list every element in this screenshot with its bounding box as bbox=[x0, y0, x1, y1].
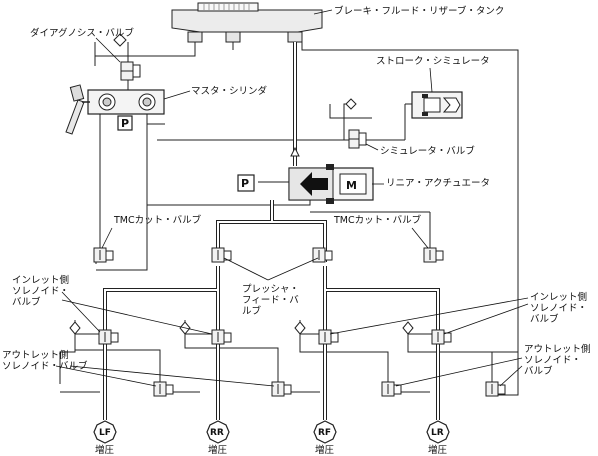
svg-text:ソレノイド・: ソレノイド・ bbox=[524, 355, 581, 366]
wheel-lf-state: 増圧 bbox=[95, 444, 115, 456]
svg-text:ソレノイド・バルブ: ソレノイド・バルブ bbox=[2, 360, 88, 372]
main-pressure-line bbox=[290, 42, 300, 166]
svg-text:プレッシャ・: プレッシャ・ bbox=[242, 284, 299, 295]
wheel-lf-label: LF bbox=[99, 428, 111, 438]
brake-pedal bbox=[65, 84, 90, 135]
inlet-valve-lr bbox=[402, 321, 452, 345]
svg-text:ルブ: ルブ bbox=[242, 305, 262, 317]
svg-text:フィード・バ: フィード・バ bbox=[242, 295, 299, 306]
wheel-rr-state: 増圧 bbox=[208, 444, 228, 456]
svg-text:インレット側: インレット側 bbox=[12, 274, 69, 286]
svg-text:ソレノイド・: ソレノイド・ bbox=[12, 286, 69, 297]
pressure-feed-valve-right bbox=[312, 247, 333, 263]
svg-text:バルブ: バルブ bbox=[530, 313, 559, 325]
svg-text:インレット側: インレット側 bbox=[530, 291, 587, 303]
pressure-feed-valve-label: プレッシャ・ フィード・バ ルブ bbox=[242, 284, 299, 317]
outlet-valve-lf bbox=[153, 381, 174, 397]
inlet-valve-rf bbox=[294, 321, 339, 345]
master-cylinder-label: マスタ・シリンダ bbox=[191, 85, 268, 97]
pressure-sensor-actuator: P bbox=[237, 174, 255, 192]
linear-actuator-label: リニア・アクチュエータ bbox=[386, 178, 490, 189]
tmc-cut-valve-left-label: TMCカット・バルブ bbox=[113, 214, 202, 226]
svg-text:アウトレット側: アウトレット側 bbox=[2, 349, 69, 361]
pressure-sensor-master: P bbox=[117, 115, 133, 131]
svg-text:ソレノイド・: ソレノイド・ bbox=[530, 303, 587, 314]
pressure-feed-valve-left bbox=[211, 247, 232, 263]
inlet-valve-rr bbox=[179, 321, 232, 345]
svg-text:アウトレット側: アウトレット側 bbox=[524, 343, 591, 355]
outlet-valve-lr bbox=[485, 381, 506, 397]
stroke-simulator bbox=[345, 91, 463, 119]
tmc-cut-valve-right-label: TMCカット・バルブ bbox=[333, 214, 422, 226]
outlet-valve-left-label: アウトレット側 ソレノイド・バルブ bbox=[2, 349, 88, 372]
master-cylinder bbox=[87, 89, 165, 115]
inlet-valve-lf bbox=[69, 321, 119, 345]
tmc-cut-valve-right bbox=[423, 247, 444, 263]
wheel-rf-label: RF bbox=[318, 428, 331, 438]
linear-actuator: M bbox=[288, 164, 374, 204]
svg-text:バルブ: バルブ bbox=[524, 365, 553, 377]
inlet-valve-left-label: インレット側 ソレノイド・ バルブ bbox=[12, 274, 69, 308]
reservoir-tank bbox=[171, 2, 323, 43]
wheel-lf: LF 増圧 bbox=[93, 420, 117, 456]
motor-label: M bbox=[346, 179, 357, 192]
svg-text:バルブ: バルブ bbox=[12, 296, 41, 308]
tmc-cut-valve-left bbox=[93, 247, 114, 263]
outlet-valve-right-label: アウトレット側 ソレノイド・ バルブ bbox=[524, 343, 591, 377]
simulator-valve-label: シミュレータ・バルブ bbox=[380, 145, 475, 157]
wheel-rr-label: RR bbox=[210, 428, 224, 438]
wheel-lr-label: LR bbox=[431, 428, 444, 438]
outlet-valve-rf bbox=[381, 381, 402, 397]
wheel-rr: RR 増圧 bbox=[206, 420, 230, 456]
wheel-lr-state: 増圧 bbox=[428, 444, 448, 456]
wheel-lr: LR 増圧 bbox=[426, 420, 450, 456]
svg-text:P: P bbox=[121, 117, 129, 130]
wheel-rf: RF 増圧 bbox=[313, 420, 337, 456]
diagnosis-valve-label: ダイアグノシス・バルブ bbox=[30, 27, 134, 39]
simulator-valve bbox=[348, 129, 367, 149]
outlet-valve-rr bbox=[271, 381, 292, 397]
diagnosis-valve bbox=[113, 33, 141, 81]
svg-text:P: P bbox=[241, 177, 249, 190]
reservoir-label: ブレーキ・フルード・リザーブ・タンク bbox=[334, 5, 504, 17]
stroke-simulator-label: ストローク・シミュレータ bbox=[376, 56, 490, 67]
wheel-rf-state: 増圧 bbox=[315, 444, 335, 456]
inlet-valve-right-label: インレット側 ソレノイド・ バルブ bbox=[530, 291, 587, 325]
